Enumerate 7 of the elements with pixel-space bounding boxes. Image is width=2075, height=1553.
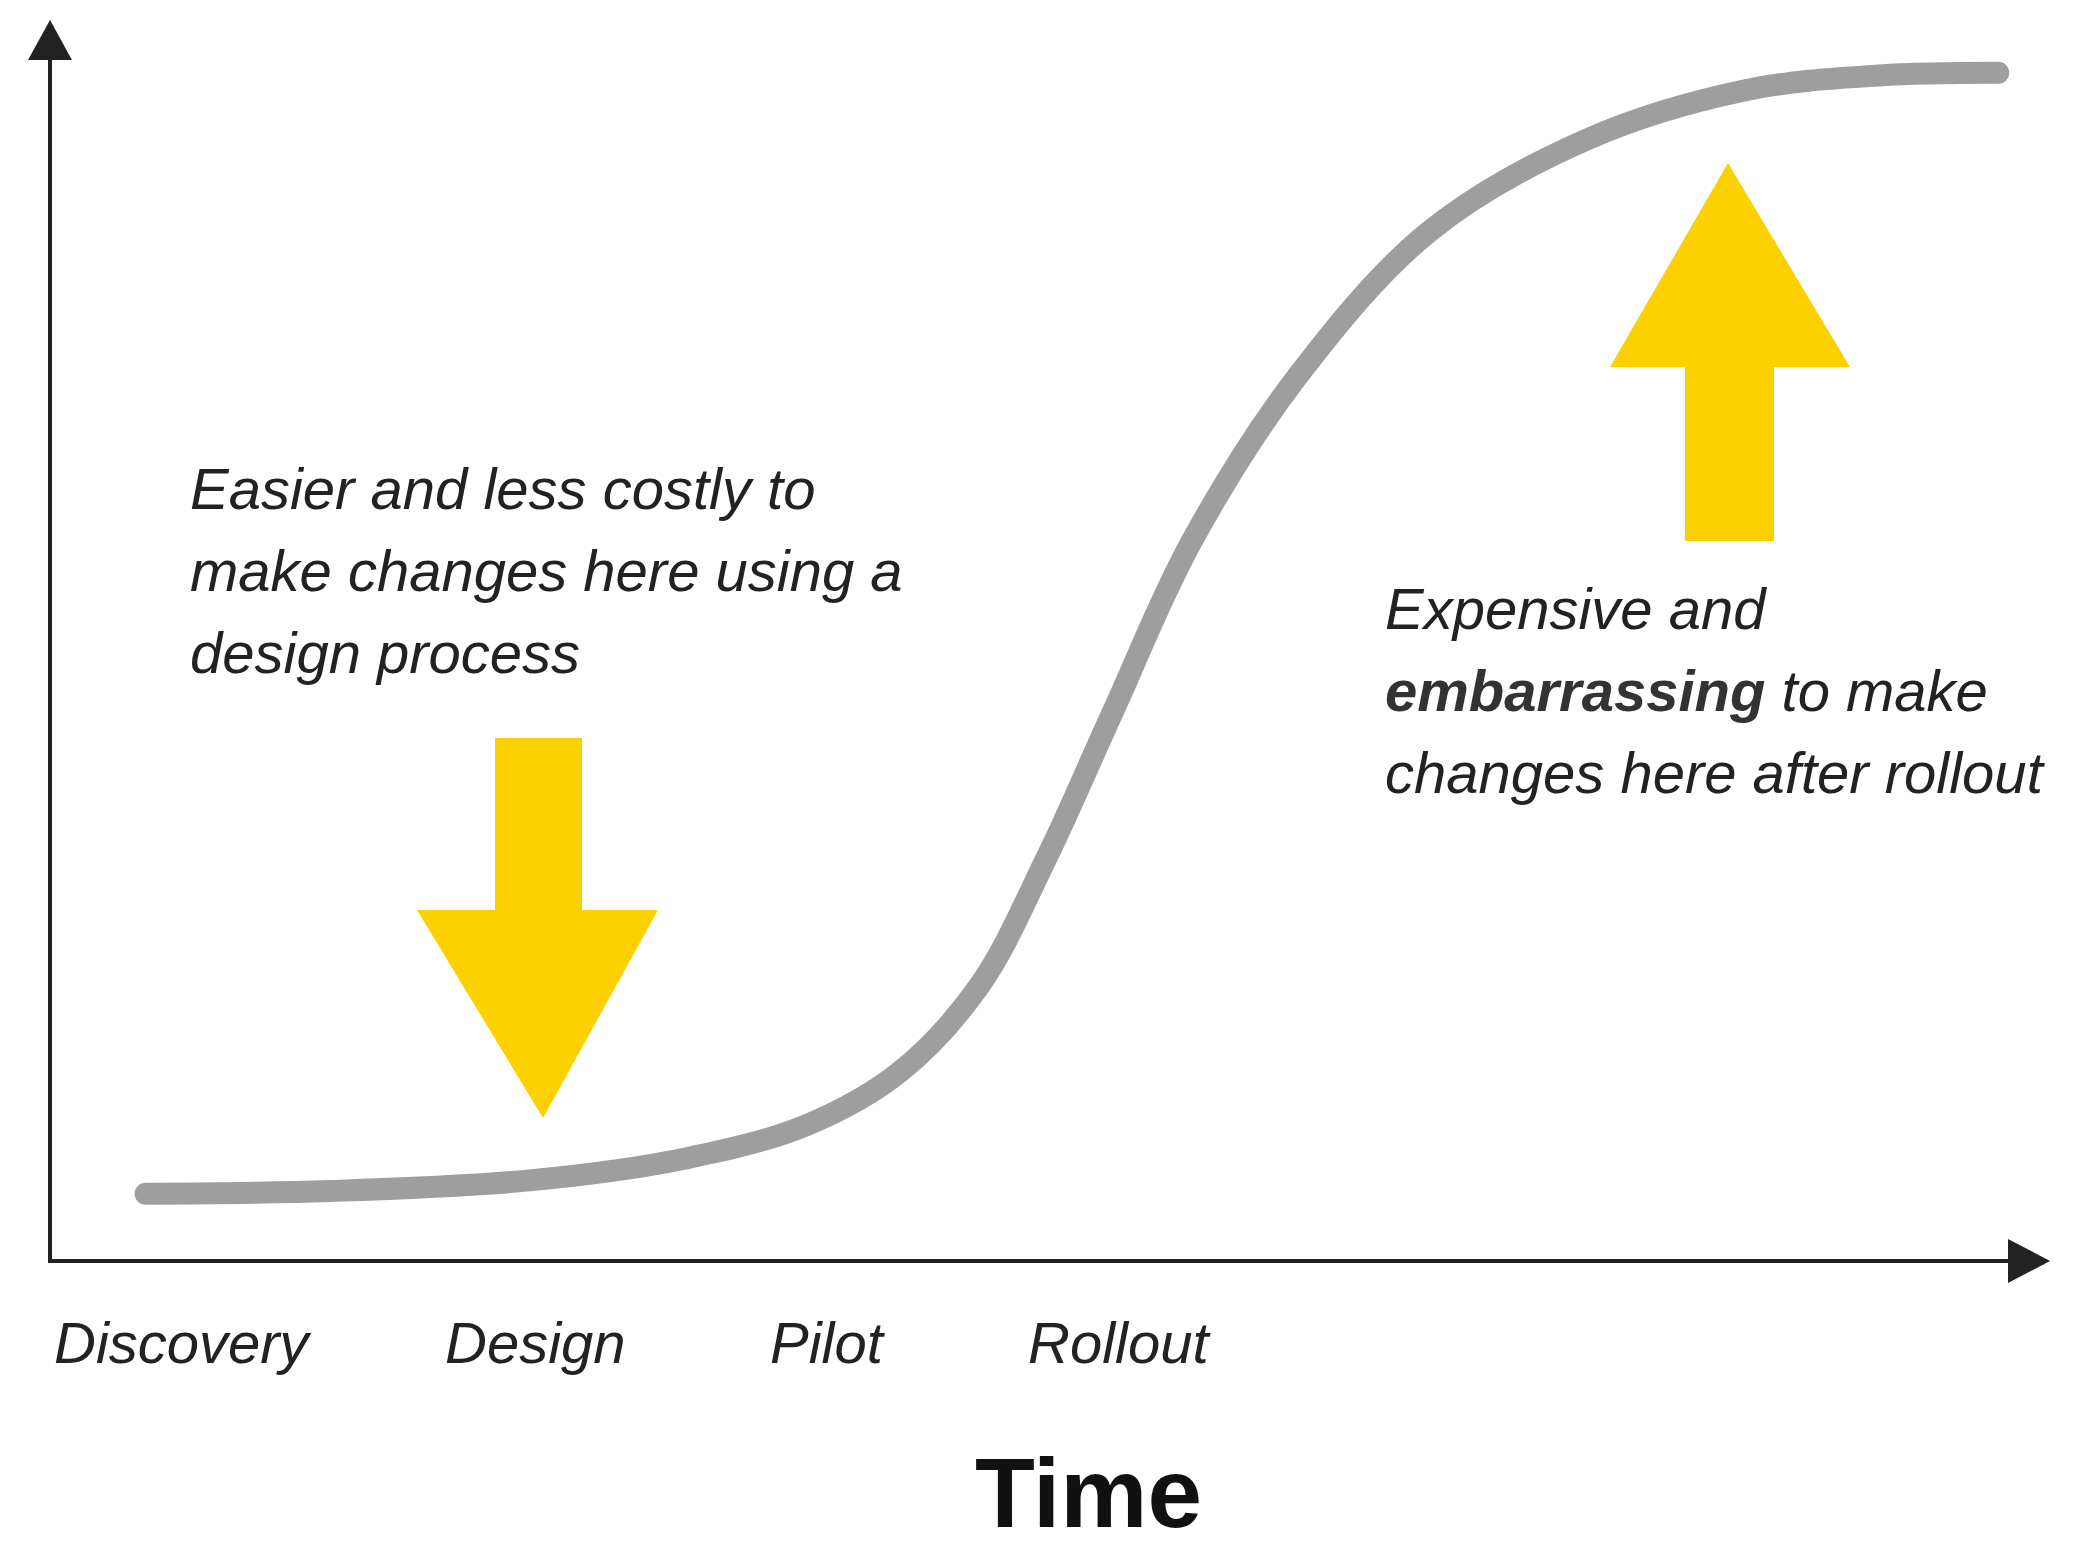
annotation-text: Easier and less costly to make changes here using a design process <box>190 455 904 687</box>
axis-tick-label: Rollout <box>1028 1309 1209 1377</box>
axis-tick-label: Discovery <box>54 1309 309 1377</box>
axis-tick-label: Pilot <box>770 1309 883 1377</box>
axis-tick-label: Design <box>445 1309 626 1377</box>
axis-title: Time <box>975 1438 1202 1548</box>
annotation-text: Expensive and embarrassing to make changes here after rollout <box>1385 575 2046 807</box>
